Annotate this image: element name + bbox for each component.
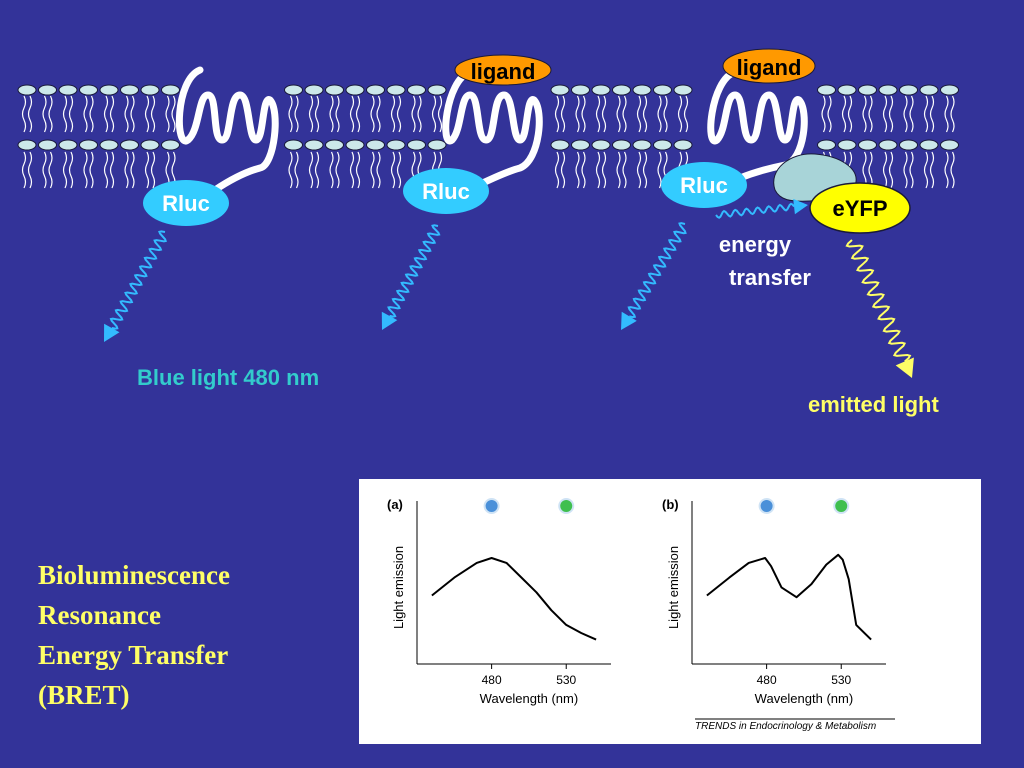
title-line-4: (BRET) xyxy=(38,680,130,710)
lipid xyxy=(878,84,898,189)
blue-emission-dot xyxy=(483,498,500,514)
lipid xyxy=(37,84,58,189)
svg-text:ligand: ligand xyxy=(471,59,536,84)
lipid xyxy=(632,84,652,189)
energy-transfer-wave xyxy=(715,202,795,219)
x-tick-label: 530 xyxy=(556,673,576,687)
energy-transfer-label-line2: transfer xyxy=(729,265,811,290)
figure-credit: TRENDS in Endocrinology & Metabolism xyxy=(695,721,876,732)
energy-transfer-wave-head xyxy=(793,198,808,215)
title-line-2: Resonance xyxy=(38,600,161,630)
svg-text:Rluc: Rluc xyxy=(162,191,210,216)
emission-curve xyxy=(431,557,597,641)
rluc-2: Rluc xyxy=(403,168,489,214)
lipid xyxy=(857,84,878,189)
y-axis-label: Light emission xyxy=(391,546,406,629)
x-tick-label: 480 xyxy=(482,673,502,687)
title-line-3: Energy Transfer xyxy=(38,640,229,670)
lipid xyxy=(304,84,324,189)
blue-emission-dot xyxy=(758,498,775,514)
x-axis-label: Wavelength (nm) xyxy=(755,691,854,706)
emission-spectra-panel: TRENDS in Endocrinology & Metabolism (a)… xyxy=(359,479,981,744)
bret-title: Bioluminescence Resonance Energy Transfe… xyxy=(38,555,230,715)
emitted-light-wave xyxy=(845,239,912,363)
blue-light-wave-2 xyxy=(387,224,441,318)
lipid xyxy=(939,84,960,189)
green-emission-dot xyxy=(558,498,575,514)
emission-spectra-charts: TRENDS in Endocrinology & Metabolism (a)… xyxy=(387,497,895,732)
svg-text:eYFP: eYFP xyxy=(832,196,887,221)
emitted-light-wave-head xyxy=(895,357,914,378)
lipid xyxy=(611,84,632,189)
blue-light-wave-3 xyxy=(627,222,687,319)
blue-light-wave-1 xyxy=(109,230,167,330)
green-emission-dot xyxy=(833,498,850,514)
lipid xyxy=(119,84,140,189)
panel-label: (a) xyxy=(387,497,403,512)
lipid xyxy=(898,84,919,189)
energy-transfer-label-line1: energy xyxy=(719,232,792,257)
lipid xyxy=(919,84,939,189)
x-tick-label: 480 xyxy=(757,673,777,687)
ligand-1: ligand xyxy=(454,54,552,86)
lipid xyxy=(591,84,611,189)
title-line-1: Bioluminescence xyxy=(38,560,230,590)
ligand-2: ligand xyxy=(722,48,816,84)
lipid xyxy=(58,84,78,189)
lipid xyxy=(570,84,591,189)
lipid xyxy=(324,84,345,189)
svg-text:ligand: ligand xyxy=(737,55,802,80)
lipid xyxy=(365,84,386,189)
blue-light-wave-2-head xyxy=(381,311,398,330)
panel-label: (b) xyxy=(662,497,679,512)
lipid xyxy=(283,84,304,189)
lipid xyxy=(99,84,119,189)
emitted-light-label: emitted light xyxy=(808,392,939,417)
x-tick-label: 530 xyxy=(831,673,851,687)
lipid xyxy=(140,84,160,189)
emission-curve xyxy=(706,553,872,641)
lipid xyxy=(160,84,181,189)
svg-text:Rluc: Rluc xyxy=(680,173,728,198)
lipid xyxy=(550,84,570,189)
y-axis-label: Light emission xyxy=(666,546,681,629)
receptor-1 xyxy=(175,66,279,194)
svg-text:Rluc: Rluc xyxy=(422,179,470,204)
blue-light-wave-3-head xyxy=(621,311,637,330)
lipid xyxy=(386,84,406,189)
rluc-3: Rluc xyxy=(661,162,747,208)
x-axis-label: Wavelength (nm) xyxy=(480,691,579,706)
rluc-1: Rluc xyxy=(143,180,229,226)
eyfp: eYFP xyxy=(809,182,911,234)
lipid xyxy=(78,84,99,189)
blue-light-label: Blue light 480 nm xyxy=(137,365,319,390)
blue-light-wave-1-head xyxy=(104,323,120,342)
receptor-2 xyxy=(442,68,543,189)
lipid xyxy=(17,84,37,189)
receptor-3 xyxy=(707,68,808,182)
lipid xyxy=(345,84,365,189)
